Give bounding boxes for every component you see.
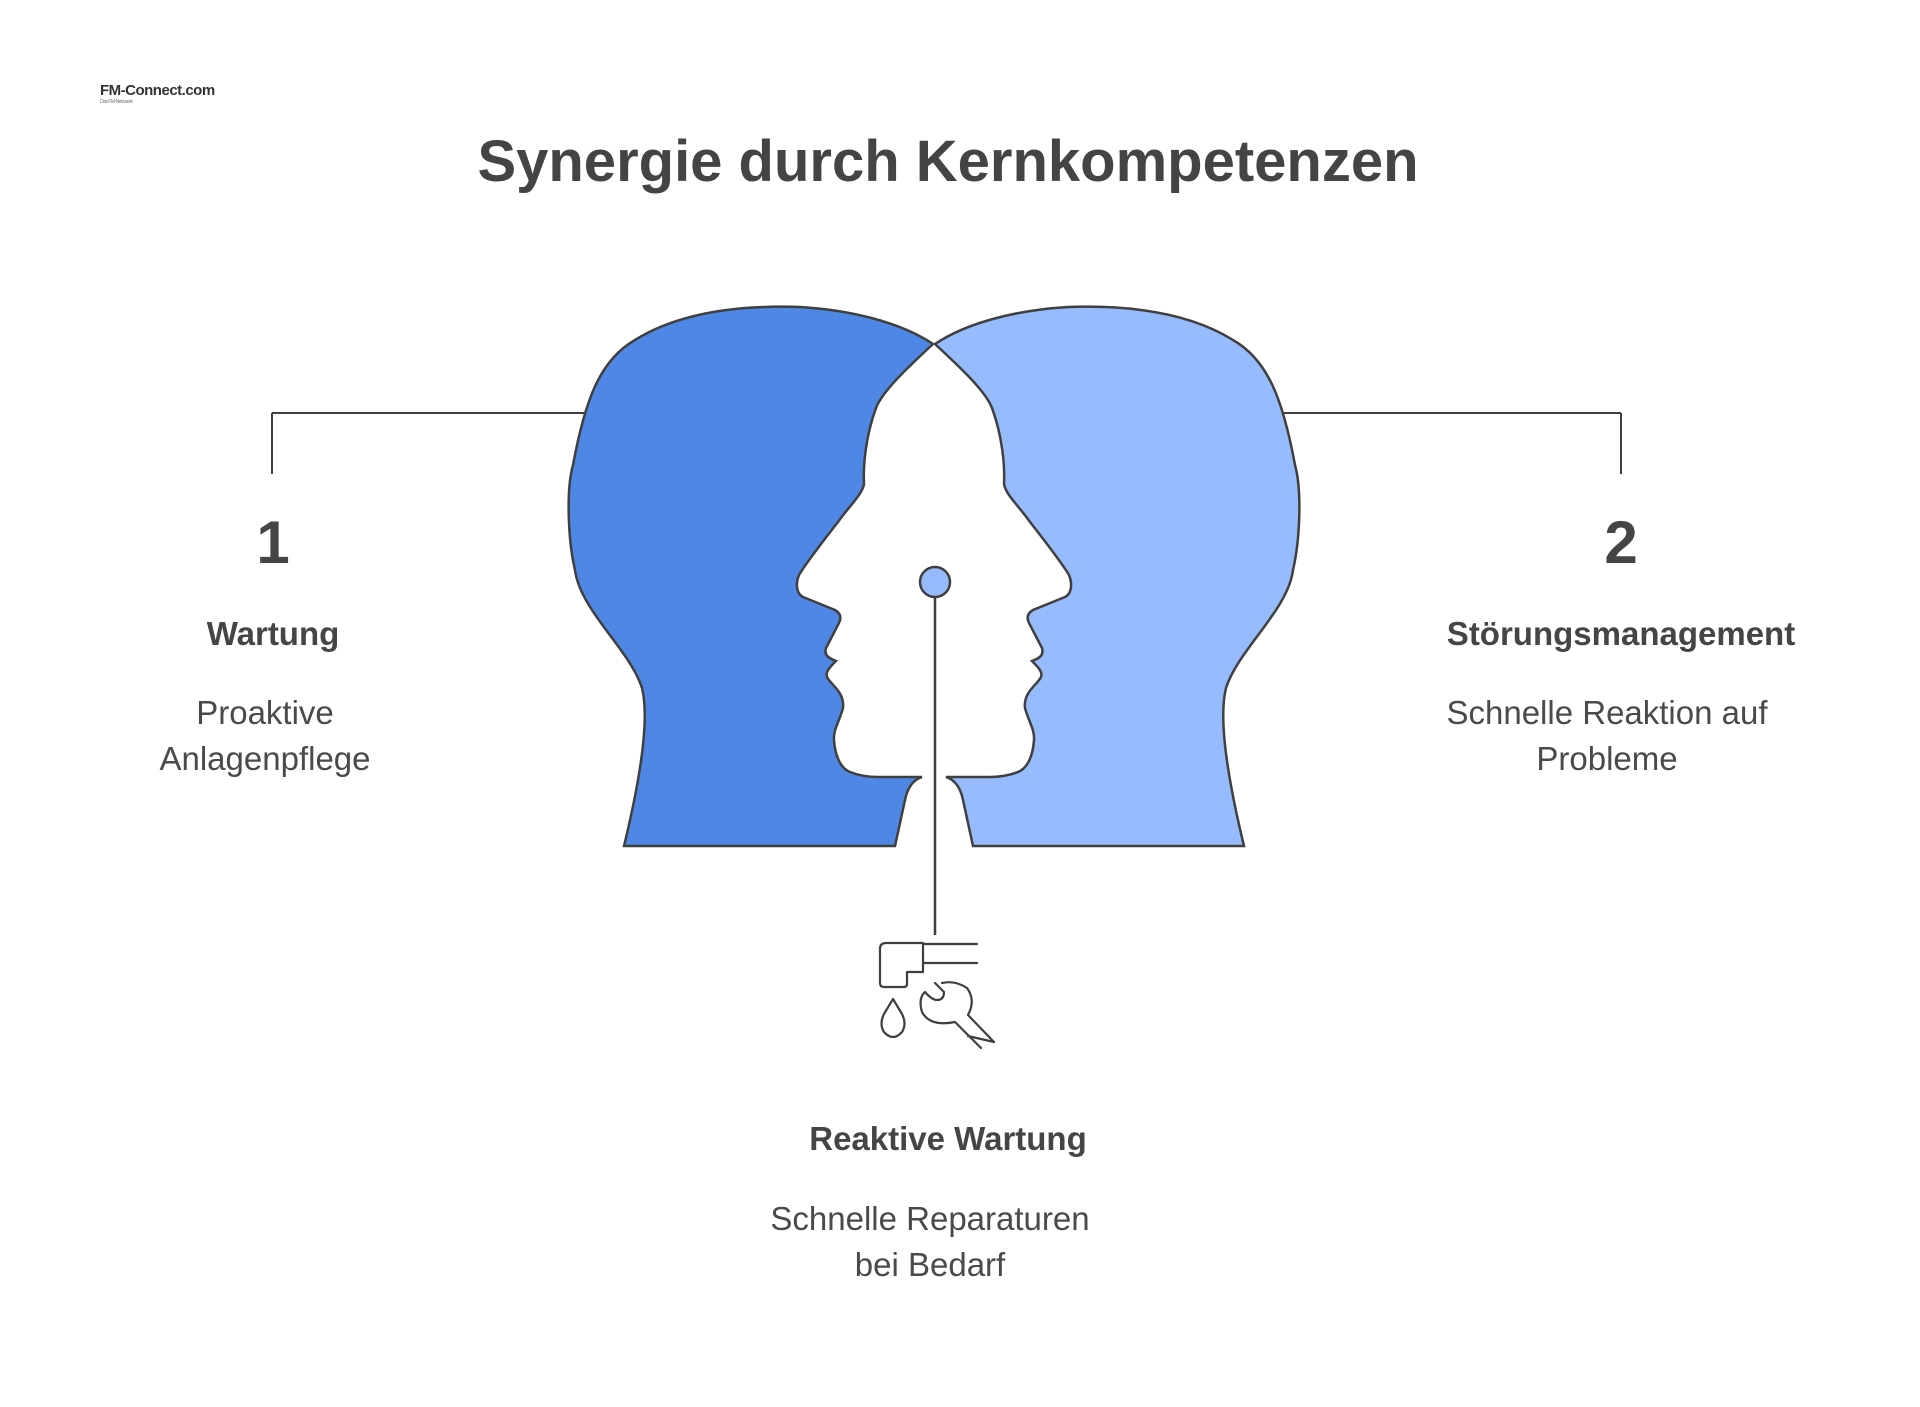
center-dot [918, 565, 952, 599]
center-heading: Reaktive Wartung [809, 1120, 1087, 1157]
item-1-desc-line: Proaktive [196, 694, 334, 731]
center-description: Schnelle Reparaturen bei Bedarf [770, 1196, 1089, 1288]
left-head [567, 305, 935, 848]
faucet-wrench-icon [878, 941, 996, 1050]
item-2-desc-line: Schnelle Reaktion auf [1446, 694, 1768, 731]
center-desc-line: bei Bedarf [854, 1246, 1006, 1283]
page-title: Synergie durch Kernkompetenzen [477, 129, 1419, 194]
item-2-desc-line: Probleme [1536, 740, 1678, 777]
item-2-number: 2 [1604, 509, 1638, 576]
logo-text: FM-Connect.com [100, 82, 215, 99]
right-head [933, 305, 1301, 848]
logo-tagline: Das FM-Netzwerk [100, 99, 133, 105]
item-1-heading: Wartung [206, 615, 340, 652]
center-desc-line: Schnelle Reparaturen [770, 1200, 1090, 1237]
item-2-heading: Störungsmanagement [1446, 615, 1796, 652]
item-1-desc-line: Anlagenpflege [159, 740, 371, 777]
item-1-number: 1 [256, 509, 290, 576]
